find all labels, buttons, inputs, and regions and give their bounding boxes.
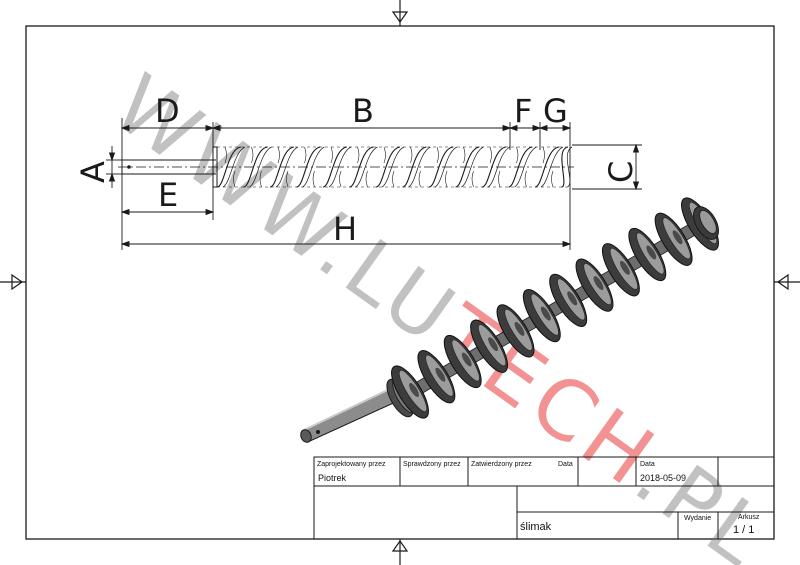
sheet-value: 1 / 1 — [733, 524, 754, 536]
helix-flight-edge — [328, 146, 352, 188]
helix-flight-front — [455, 146, 480, 188]
iso-flight-core — [567, 291, 578, 306]
checked-by-label: Sprawdzony przez — [403, 461, 461, 468]
date-value: 2018-05-09 — [640, 473, 686, 483]
svg-text:WWW.LUTECH.PL: WWW.LUTECH.PL — [96, 57, 786, 565]
iso-pin-hole — [316, 430, 320, 434]
dim-label-e: E — [158, 176, 178, 214]
iso-flight-core — [461, 352, 472, 367]
helix-flight-front — [534, 146, 560, 188]
dim-label-g: G — [543, 92, 568, 130]
dim-label-f: F — [514, 92, 532, 130]
iso-flight-core — [593, 276, 604, 291]
helix-flight-tip — [436, 146, 448, 188]
iso-flight-core — [646, 245, 657, 260]
dim-label-d: D — [155, 92, 180, 130]
helix-flight-tip — [463, 146, 474, 188]
dim-label-b: B — [352, 92, 374, 130]
helix-flight-front — [481, 146, 507, 188]
designed-by-label: Zaprojektowany przez — [317, 461, 386, 468]
dim-label-h: H — [333, 210, 357, 248]
iso-end-ring — [693, 206, 719, 240]
helix-flight-front — [243, 146, 268, 188]
helix-flight-tip — [224, 146, 236, 188]
helix-flight-edge — [487, 146, 511, 188]
title-block-text: Zaprojektowany przez Piotrek Sprawdzony … — [317, 461, 760, 536]
helix-flight-front — [322, 146, 348, 188]
approved-by-label: Zatwierdzony przez — [471, 461, 532, 468]
watermark-part-1: WWW.LU — [96, 57, 475, 365]
helix-flight-edge — [249, 146, 272, 188]
helix-flight-tip — [251, 146, 262, 188]
helix-flight-front — [349, 146, 374, 188]
helix-flight-edge — [408, 146, 431, 188]
dim-label-c: C — [602, 161, 640, 183]
title-block — [313, 456, 775, 540]
iso-flight-core — [672, 230, 683, 245]
dim-label-a: A — [74, 161, 112, 183]
helix-flight-tip — [304, 146, 315, 188]
helix-flight-front — [216, 146, 242, 188]
helix-flight-tip — [383, 146, 395, 188]
iso-flight-core — [619, 260, 630, 275]
helix-flight-edge — [540, 146, 564, 188]
edition-label: Wydanie — [684, 515, 711, 522]
iso-flight-core — [488, 337, 499, 352]
dimension-labels: D B F G E H A C — [74, 92, 640, 248]
side-view — [118, 146, 574, 188]
iso-flight-core — [514, 321, 525, 336]
iso-flight-core — [435, 367, 446, 382]
designed-by-value: Piotrek — [318, 473, 347, 483]
helix-flight-edge — [514, 146, 537, 188]
helix-flight-front — [508, 146, 533, 188]
helix-flight-edge — [434, 146, 458, 188]
shaft-pin-hole — [127, 165, 131, 169]
helix-flight-tip — [330, 146, 342, 188]
helix-flight-tip — [516, 146, 527, 188]
sheet-label: Arkusz — [738, 514, 760, 521]
helix-flight-edge — [302, 146, 325, 188]
helix-flight-front — [269, 146, 295, 188]
date-label-1: Data — [558, 461, 573, 468]
helix-flight-tip — [542, 146, 554, 188]
helix-flight-edge — [461, 146, 484, 188]
helix-flight-edge — [355, 146, 378, 188]
helix-flight-edge — [222, 146, 246, 188]
date-label-2: Data — [640, 461, 655, 468]
iso-flight-core — [409, 383, 419, 397]
helix-flight-front — [428, 146, 454, 188]
isometric-view — [300, 197, 719, 443]
helix-flight-tip — [489, 146, 501, 188]
part-name: ślimak — [520, 521, 552, 533]
helix-flight-tip — [277, 146, 289, 188]
iso-shaft — [300, 387, 401, 443]
helix-flight-tip — [410, 146, 421, 188]
helix-flight-tip — [357, 146, 368, 188]
helix-flight-front — [560, 146, 569, 188]
watermark: WWW.LUTECH.PL — [96, 57, 786, 565]
iso-flight-core — [540, 306, 551, 321]
helix-flight-front — [402, 146, 427, 188]
helix-flights — [216, 146, 573, 188]
dimensions — [106, 118, 642, 250]
helix-flight-edge — [381, 146, 405, 188]
helix-flight-edge — [275, 146, 299, 188]
helix-flight-front — [375, 146, 401, 188]
helix-flight-front — [296, 146, 321, 188]
